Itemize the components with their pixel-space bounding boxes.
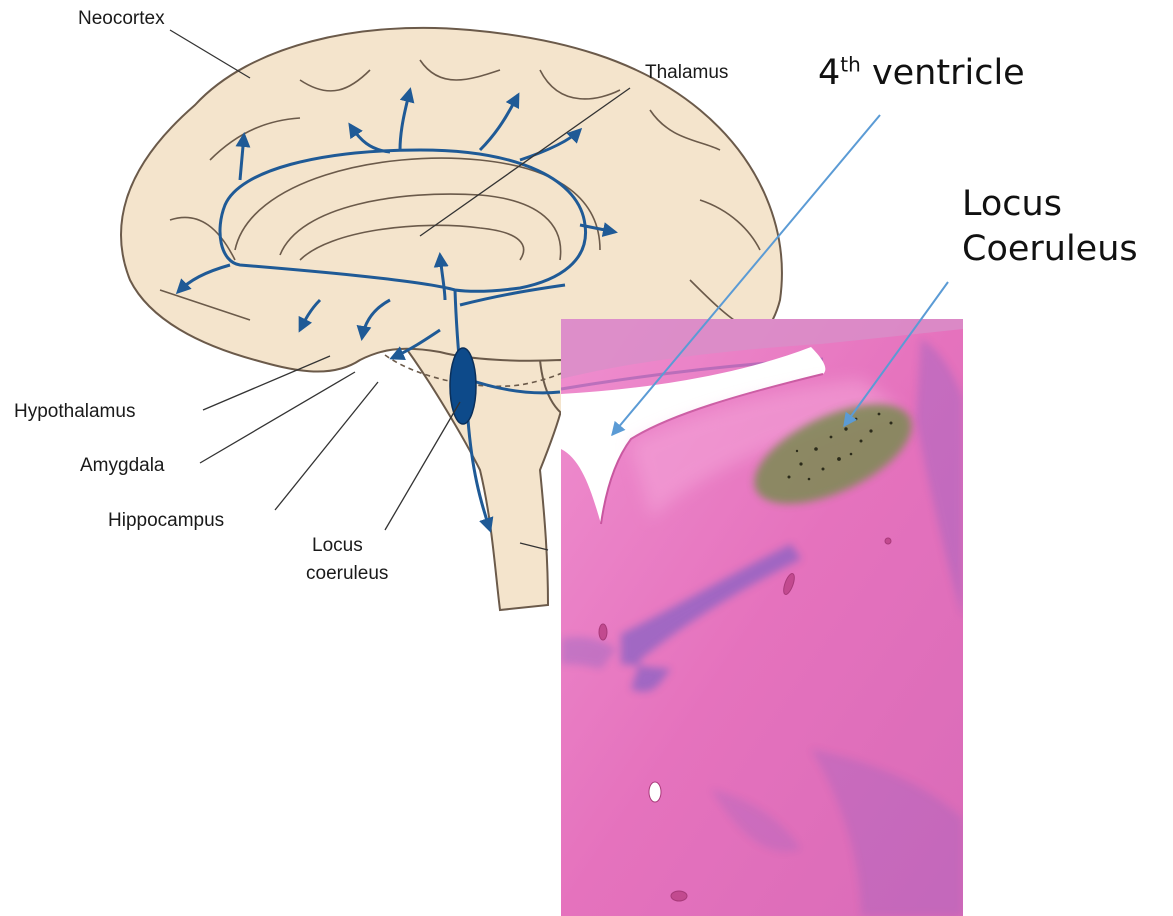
ventricle-ordinal: 4 — [818, 53, 840, 93]
ventricle-suffix: th — [840, 52, 861, 76]
fourth-ventricle-label: 4th ventricle — [818, 52, 1025, 96]
ventricle-word: ventricle — [861, 53, 1025, 93]
locus-coeruleus-arrow — [844, 282, 948, 426]
locus-coeruleus-annotation-line1: Locus — [962, 183, 1062, 227]
locus-coeruleus-annotation-line2: Coeruleus — [962, 228, 1138, 272]
ventricle-arrow — [612, 115, 880, 435]
